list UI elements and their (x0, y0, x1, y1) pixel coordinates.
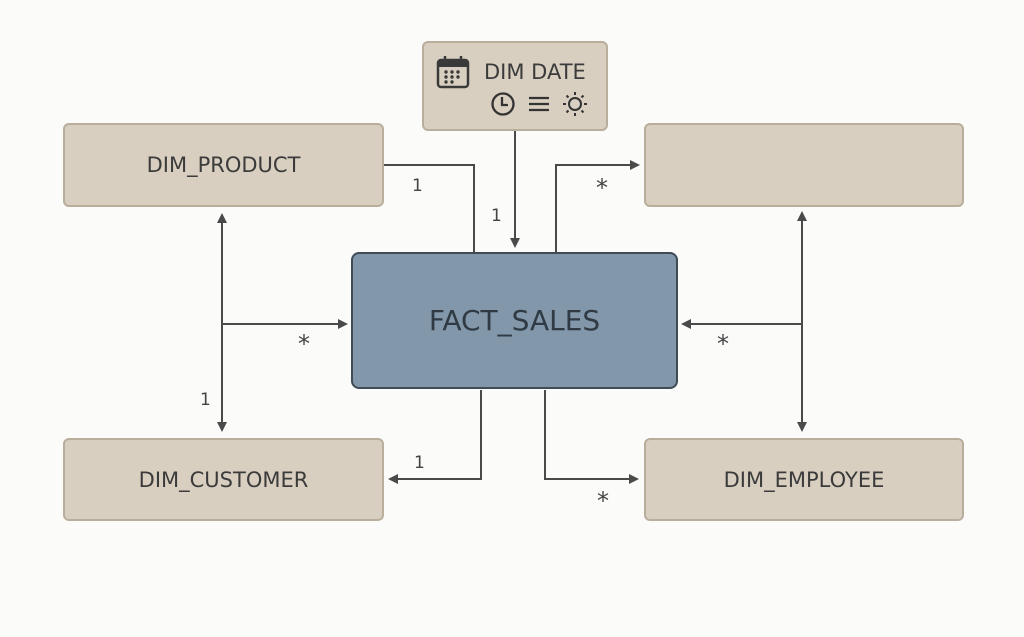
fact-sales-box[interactable]: FACT_SALES (351, 252, 678, 389)
list-icon (529, 96, 549, 112)
cardinality-label: * (298, 330, 310, 358)
cardinality-label: * (597, 487, 609, 515)
calendar-icon (436, 56, 470, 89)
cardinality-label: 1 (412, 176, 423, 196)
cardinality-label: * (717, 330, 729, 358)
dim-employee-box[interactable]: DIM_EMPLOYEE (644, 438, 964, 521)
dim-product-box[interactable]: DIM_PRODUCT (63, 123, 384, 207)
fact-unnamed-line (555, 160, 640, 252)
dim-product-label: DIM_PRODUCT (146, 153, 301, 177)
dim-date-box[interactable]: DIM DATE (422, 41, 608, 131)
fact-sales-label: FACT_SALES (428, 304, 601, 337)
fact-customer-line (388, 390, 482, 484)
dim-customer-box[interactable]: DIM_CUSTOMER (63, 438, 384, 521)
clock-icon (491, 92, 515, 116)
cardinality-label: 1 (491, 206, 502, 226)
cardinality-label: * (596, 174, 608, 202)
sun-icon (563, 92, 587, 116)
dim-customer-label: DIM_CUSTOMER (138, 467, 309, 492)
unnamed-dimension-box[interactable] (644, 123, 964, 207)
cardinality-label: 1 (414, 453, 425, 473)
fact-employee-line (544, 390, 639, 484)
dim-date-label: DIM DATE (484, 60, 586, 84)
product-fact-line (383, 164, 475, 252)
dim-employee-label: DIM_EMPLOYEE (723, 467, 885, 492)
cardinality-label: 1 (200, 390, 211, 410)
